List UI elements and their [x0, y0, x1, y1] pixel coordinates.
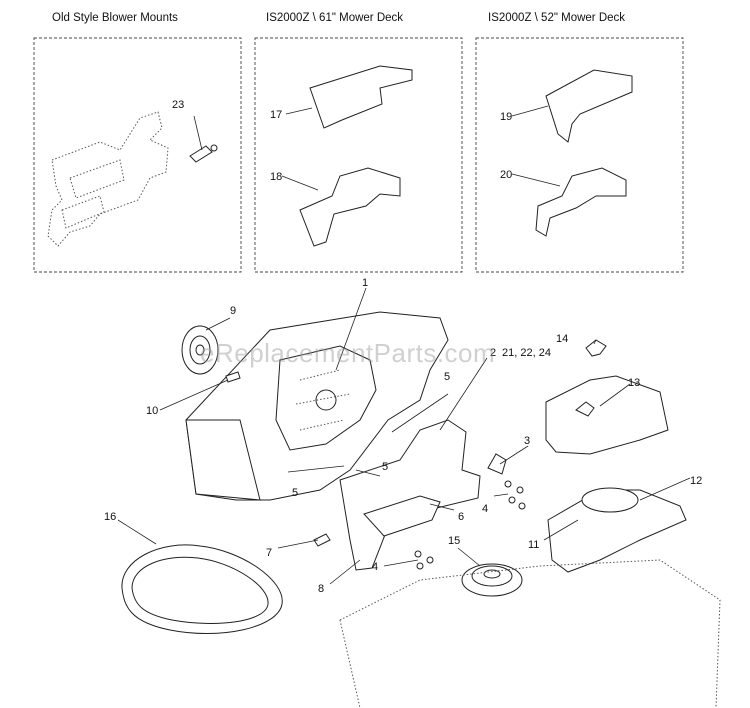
callout-19: 19 — [500, 111, 512, 123]
callout-3: 3 — [524, 435, 530, 447]
plate-19 — [545, 69, 633, 143]
callout-8: 8 — [318, 583, 324, 595]
panel-box-61-deck — [254, 37, 463, 273]
callout-1: 1 — [362, 277, 368, 289]
cover-13 — [545, 375, 669, 455]
callout-5c: 5 — [292, 487, 298, 499]
mower-deck — [339, 559, 721, 708]
callout-16: 16 — [104, 511, 116, 523]
knob-on-cover — [575, 401, 595, 417]
callout-15: 15 — [448, 535, 460, 547]
plate-17 — [309, 65, 413, 129]
callout-18: 18 — [270, 171, 282, 183]
mount-bracket-8 — [339, 419, 481, 571]
callout-5a: 5 — [444, 371, 450, 383]
blower-housing — [185, 311, 449, 501]
callout-6: 6 — [458, 511, 464, 523]
panel-box-52-deck — [475, 37, 684, 273]
panel-box-old-style — [33, 37, 242, 273]
callouts: 1 3 4 4 5 5 5 6 7 8 9 10 11 12 13 14 15 … — [104, 99, 702, 595]
callout-21-22-24: 21, 22, 24 — [502, 347, 551, 359]
callout-5b: 5 — [382, 461, 388, 473]
watermark: eReplacementParts.com — [200, 338, 496, 368]
bracket-20 — [535, 167, 627, 237]
callout-7: 7 — [266, 547, 272, 559]
bolt-7 — [313, 533, 331, 547]
panel-title-61-mower-deck: IS2000Z \ 61" Mower Deck — [266, 12, 404, 24]
callout-12: 12 — [690, 475, 702, 487]
callout-4b: 4 — [372, 561, 378, 573]
panel-title-old-style-blower-mounts: Old Style Blower Mounts — [52, 12, 178, 24]
callout-14: 14 — [556, 333, 568, 345]
bracket-18 — [299, 167, 401, 247]
callout-20: 20 — [500, 169, 512, 181]
belt-16 — [121, 544, 283, 635]
old-style-blower-mount — [47, 111, 169, 247]
knob-14 — [585, 339, 607, 357]
callout-17: 17 — [270, 109, 282, 121]
pulley-9 — [181, 325, 219, 375]
callout-2: 2 — [490, 347, 496, 359]
bolt-23 — [189, 144, 218, 163]
bolts-4 — [414, 480, 526, 570]
callout-23: 23 — [172, 99, 184, 111]
panel-title-52-mower-deck: IS2000Z \ 52" Mower Deck — [488, 12, 626, 24]
callout-10: 10 — [146, 405, 158, 417]
pulley-15 — [461, 563, 523, 597]
leader-lines — [117, 105, 691, 585]
idler-3 — [487, 453, 507, 475]
callout-11: 11 — [528, 539, 539, 551]
callout-13: 13 — [628, 377, 640, 389]
mount-plate-6 — [363, 495, 441, 537]
callout-9: 9 — [230, 305, 236, 317]
callout-4a: 4 — [482, 503, 488, 515]
